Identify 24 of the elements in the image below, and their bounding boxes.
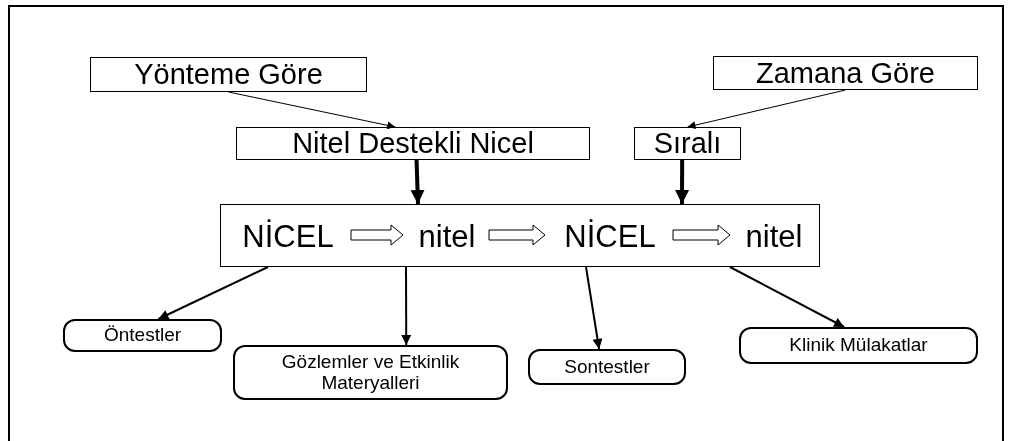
arrow — [401, 266, 412, 346]
stage-label: nitel — [735, 215, 813, 257]
hollow-arrow — [488, 224, 546, 246]
label-box: Sıralı — [634, 127, 741, 160]
label-box: Nitel Destekli Nicel — [236, 127, 590, 160]
stage-label: nitel — [408, 215, 486, 257]
hollow-arrow — [350, 224, 404, 246]
rounded-box: Klinik Mülakatlar — [739, 327, 978, 364]
arrow — [687, 89, 846, 130]
arrow — [675, 160, 690, 204]
arrow — [157, 266, 269, 320]
arrow — [585, 266, 603, 350]
rounded-box: Gözlemler ve Etkinlik Materyalleri — [233, 345, 508, 400]
stage-label: NİCEL — [550, 215, 670, 257]
arrow — [410, 159, 425, 205]
process-box — [220, 204, 820, 267]
arrow — [729, 266, 846, 328]
arrow — [228, 91, 396, 130]
rounded-box: Öntestler — [63, 319, 222, 352]
stage-label: NİCEL — [228, 215, 348, 257]
label-box: Zamana Göre — [713, 56, 978, 90]
rounded-box: Sontestler — [528, 349, 686, 385]
label-box: Yönteme Göre — [90, 57, 367, 92]
hollow-arrow — [672, 224, 731, 246]
